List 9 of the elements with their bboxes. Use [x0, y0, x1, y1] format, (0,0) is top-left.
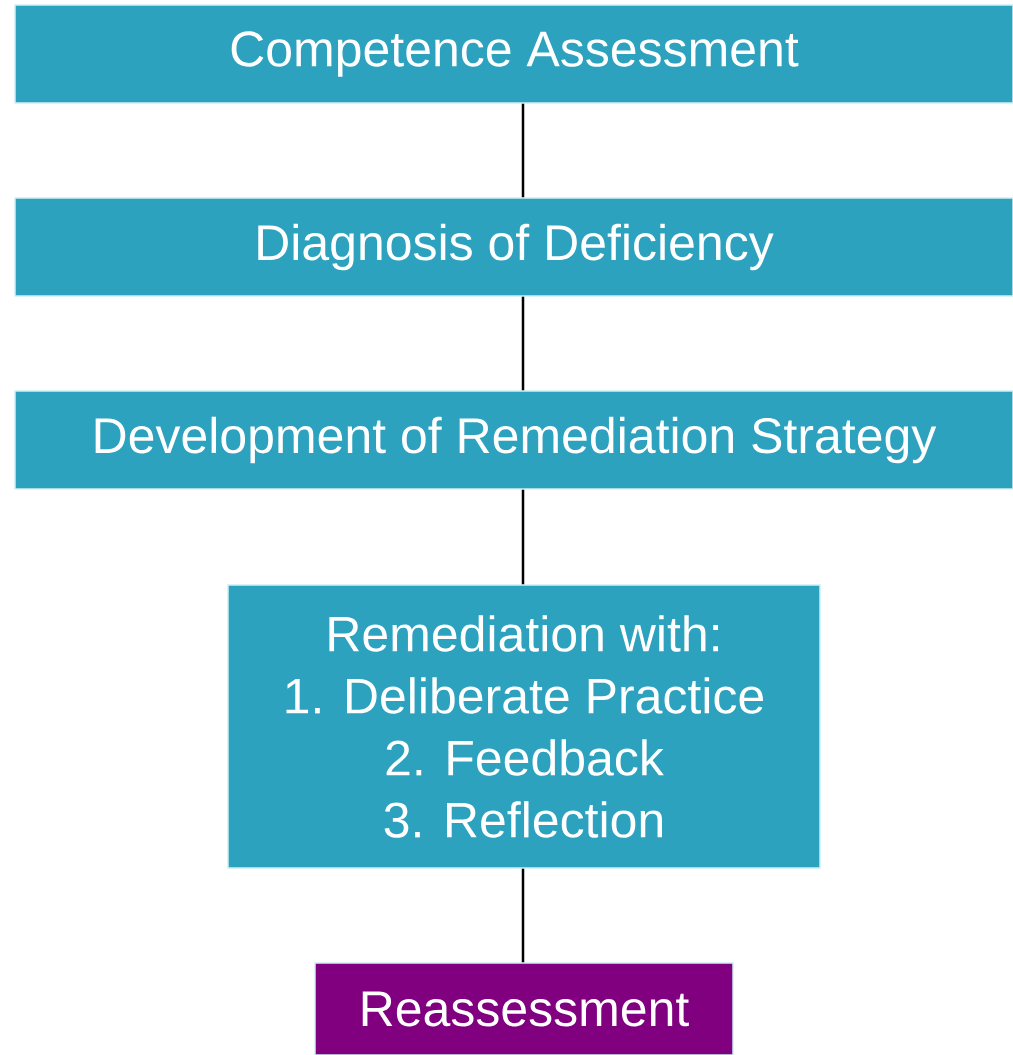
process-box: Remediation with: 1. Deliberate Practice 2. Feedback 3. Reflection [227, 584, 821, 869]
process-box: Development of Remediation Strategy [14, 390, 1013, 490]
connector-line [521, 103, 525, 198]
process-box: Competence Assessment [14, 4, 1013, 104]
process-box: Diagnosis of Deficiency [14, 197, 1013, 297]
connector-line [521, 489, 525, 585]
connector-line [521, 868, 525, 963]
result-box: Reassessment [314, 962, 734, 1055]
connector-line [521, 296, 525, 391]
